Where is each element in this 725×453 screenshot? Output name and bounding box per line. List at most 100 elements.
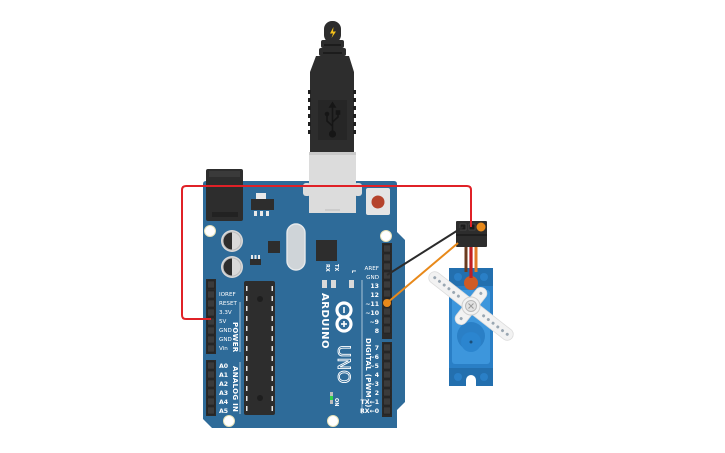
arduino-logo [335,301,353,333]
pin-a5[interactable] [207,406,215,415]
pin-label: 5V [219,319,227,325]
pin-0[interactable] [383,406,391,415]
power-pin-labels: IOREF RESET 3.3V 5V GND GND Vin [219,292,238,352]
pin-label: ~10 [365,310,379,317]
servo-horn[interactable] [426,269,515,342]
pin-12[interactable] [383,289,391,298]
pin-label: ~3 [370,381,380,388]
pin-4[interactable] [383,370,391,379]
pin-10[interactable] [383,307,391,316]
brand-label: ARDUINO [319,293,330,349]
pin-gnd[interactable] [207,335,215,344]
pin-label: GND [366,275,379,281]
analog-pins[interactable] [207,361,215,415]
status-leds: RX TX L [322,264,356,288]
pin-6[interactable] [383,352,391,361]
pin-vin[interactable] [207,344,215,353]
reset-button-cap[interactable] [371,195,385,209]
pin-3[interactable] [383,379,391,388]
pin-3v3[interactable] [207,308,215,317]
pin-1[interactable] [383,397,391,406]
on-label: ON [333,398,339,406]
pin-label: GND [219,328,232,334]
transistor [250,259,261,265]
digital-top-labels: AREF GND 13 12 ~11 ~10 ~9 8 [365,266,380,335]
analog-pin-labels: A0 A1 A2 A3 A4 A5 [219,363,229,415]
pin-power[interactable] [207,280,215,289]
micro-servo[interactable] [426,221,515,386]
atmega-chip [244,281,275,415]
pin-aref[interactable] [383,262,391,271]
capacitor [221,256,243,278]
pin-reset[interactable] [207,299,215,308]
pin-gnd-digital[interactable] [383,271,391,280]
pin-label: IOREF [219,292,236,298]
servo-pin-signal[interactable] [476,222,486,232]
power-section-label: POWER [231,322,239,353]
mount-hole [380,230,392,242]
pin-13[interactable] [383,280,391,289]
pin-8[interactable] [383,325,391,334]
pin-a4[interactable] [207,397,215,406]
pin-2[interactable] [383,388,391,397]
power-led [330,396,333,400]
pin-5[interactable] [383,361,391,370]
pin-label: A4 [219,399,229,406]
pin-label: ~6 [370,354,380,361]
digital-pins-bottom[interactable] [383,343,391,415]
wire-endpoint[interactable] [383,299,391,307]
pin-7[interactable] [383,343,391,352]
power-jack [206,169,243,221]
pin-a2[interactable] [207,379,215,388]
power-header [206,279,216,354]
pin-label: TX←1 [361,399,379,406]
pin-label: 2 [375,390,379,397]
wire-gnd-black[interactable] [386,226,464,276]
voltage-regulator [256,193,266,199]
arduino-uno-board[interactable]: RX TX L ARDUINO UNO ON [203,169,405,428]
capacitor [221,230,243,252]
mount-hole [223,415,235,427]
pin-label: A3 [219,390,228,397]
pin-label: RESET [219,301,238,307]
pin-gnd[interactable] [207,326,215,335]
mount-hole [327,415,339,427]
digital-bottom-labels: 7 ~6 ~5 4 ~3 2 TX←1 RX←0 [360,345,380,415]
pin-label: RX←0 [360,408,380,415]
pin-label: ~5 [370,363,380,370]
pin-label: 8 [375,328,379,335]
pin-a0[interactable] [207,361,215,370]
wire-pin11-orange[interactable] [386,242,459,304]
pin-label: 13 [370,283,379,290]
pin-a3[interactable] [207,388,215,397]
pin-label: A0 [219,363,229,370]
digital-header-bottom [382,342,392,417]
pin-label: Vin [219,346,228,352]
lightning-bolt-icon [330,27,336,38]
power-pins[interactable] [207,280,215,353]
pin-label: A5 [219,408,228,415]
pin-label: ~9 [370,319,380,326]
pin-label: A2 [219,381,228,388]
led-label-l: L [350,270,356,274]
pin-scl[interactable] [383,253,391,262]
pin-label: 3.3V [219,310,232,316]
model-label: UNO [333,345,353,384]
wires[interactable] [181,185,472,320]
pin-label: ~11 [365,301,379,308]
pin-sda[interactable] [383,244,391,253]
pin-label: 12 [370,292,379,299]
pin-label: GND [219,337,232,343]
crystal-oscillator [286,223,306,271]
usb-icon [324,101,341,138]
digital-section-label: DIGITAL (PWM~) [364,338,372,408]
mount-hole [204,225,216,237]
wire-5v-red[interactable] [181,185,472,320]
pin-9[interactable] [383,316,391,325]
small-chip [268,241,280,253]
pin-ioref[interactable] [207,290,215,299]
analog-section-label: ANALOG IN [231,366,239,412]
pin-a1[interactable] [207,370,215,379]
led-label-tx: TX [333,264,339,271]
